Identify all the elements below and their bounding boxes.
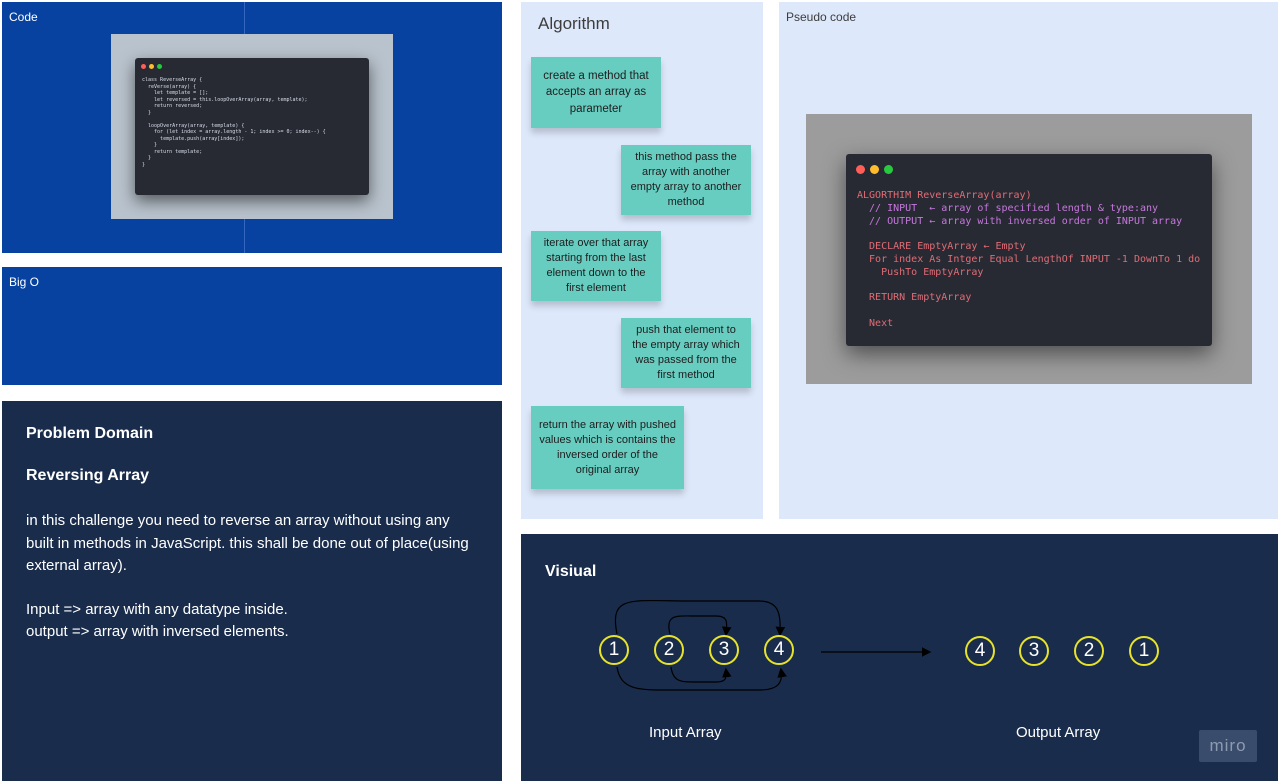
pseudo-comment-line: // INPUT ← array of specified length & t… xyxy=(857,202,1159,214)
input-array-label: Input Array xyxy=(649,724,722,741)
pseudo-line: For index As Intger Equal LengthOf INPUT… xyxy=(857,253,1201,265)
code-line: class ReverseArray { xyxy=(142,77,203,83)
output-node[interactable]: 4 xyxy=(965,636,995,666)
pseudo-line: RETURN EmptyArray xyxy=(857,292,972,304)
input-node[interactable]: 2 xyxy=(654,635,684,665)
sticky-note[interactable]: return the array with pushed values whic… xyxy=(531,406,684,489)
algorithm-frame[interactable]: Algorithm create a method that accepts a… xyxy=(521,2,763,519)
pseudo-comment-line: // OUTPUT ← array with inversed order of… xyxy=(857,215,1183,227)
code-window: class ReverseArray { reVerse(array) { le… xyxy=(135,58,369,195)
pseudo-line: DECLARE EmptyArray ← Empty xyxy=(857,241,1026,253)
output-node[interactable]: 2 xyxy=(1074,636,1104,666)
pseudo-line: ALGORTHIM ReverseArray(array) xyxy=(857,190,1032,201)
window-close-dot-icon xyxy=(856,165,865,174)
sticky-note[interactable]: iterate over that array starting from th… xyxy=(531,231,661,301)
code-frame[interactable]: Code class ReverseArray { reVerse(array)… xyxy=(2,2,502,253)
output-node[interactable]: 3 xyxy=(1019,636,1049,666)
window-maximize-dot-icon xyxy=(884,165,893,174)
pseudo-code-text: ALGORTHIM ReverseArray(array) // INPUT ←… xyxy=(857,190,1200,331)
miro-logo: miro xyxy=(1199,730,1257,762)
big-o-frame-title: Big O xyxy=(9,275,40,289)
sticky-note[interactable]: create a method that accepts an array as… xyxy=(531,57,661,128)
swap-arrows xyxy=(614,599,932,691)
code-text: class ReverseArray { reVerse(array) { le… xyxy=(142,77,326,168)
pseudo-code-frame[interactable]: Pseudo code ALGORTHIM ReverseArray(array… xyxy=(779,2,1278,519)
visual-frame-title: Visiual xyxy=(545,563,597,580)
swap-arrow-bottom-inner xyxy=(670,666,732,683)
problem-domain-heading: Problem Domain xyxy=(26,425,154,442)
problem-domain-frame[interactable]: Problem Domain Reversing Array in this c… xyxy=(2,401,502,781)
swap-arrow-top-outer xyxy=(614,599,786,637)
swap-arrow-bottom-outer xyxy=(616,666,787,691)
code-line: template.push(array[index]); xyxy=(142,135,245,142)
code-line: } xyxy=(142,142,158,148)
pseudo-code-frame-title: Pseudo code xyxy=(786,10,857,24)
visual-frame[interactable]: Visiual 1 2 3 4 4 3 2 1 Input Array Outp… xyxy=(521,534,1278,781)
big-o-frame[interactable]: Big O xyxy=(2,267,502,385)
code-line: } xyxy=(142,161,146,168)
code-line: } xyxy=(142,155,152,161)
code-line: return template; xyxy=(142,148,203,155)
code-line: } xyxy=(142,109,152,116)
output-array-label: Output Array xyxy=(1016,724,1101,741)
code-frame-title: Code xyxy=(9,10,38,24)
pseudo-code-window: ALGORTHIM ReverseArray(array) // INPUT ←… xyxy=(846,154,1212,346)
code-line: return reversed; xyxy=(142,103,203,109)
pseudo-code-screenshot[interactable]: ALGORTHIM ReverseArray(array) // INPUT ←… xyxy=(806,114,1252,384)
code-line: loopOverArray(array, template) { xyxy=(142,122,245,129)
algorithm-frame-title: Algorithm xyxy=(538,14,610,33)
code-line: for (let index = array.length - 1; index… xyxy=(142,129,326,135)
window-close-dot-icon xyxy=(141,64,146,69)
window-minimize-dot-icon xyxy=(149,64,154,69)
code-screenshot[interactable]: class ReverseArray { reVerse(array) { le… xyxy=(111,34,393,219)
window-maximize-dot-icon xyxy=(157,64,162,69)
output-description: output => array with inversed elements. xyxy=(26,623,289,640)
code-line: let reversed = this.loopOverArray(array,… xyxy=(142,96,308,103)
input-description: Input => array with any datatype inside. xyxy=(26,600,288,618)
pseudo-line: PushTo EmptyArray xyxy=(857,266,984,278)
sticky-note[interactable]: this method pass the array with another … xyxy=(621,145,751,215)
problem-description: in this challenge you need to reverse an… xyxy=(26,512,469,574)
pseudo-line: Next xyxy=(857,317,894,329)
input-node[interactable]: 1 xyxy=(599,635,629,665)
window-minimize-dot-icon xyxy=(870,165,879,174)
code-line: let template = []; xyxy=(142,90,209,96)
input-node[interactable]: 4 xyxy=(764,635,794,665)
problem-domain-body: in this challenge you need to reverse an… xyxy=(26,510,476,644)
sticky-note[interactable]: push that element to the empty array whi… xyxy=(621,318,751,388)
code-line: reVerse(array) { xyxy=(142,83,197,90)
input-node[interactable]: 3 xyxy=(709,635,739,665)
problem-domain-subheading: Reversing Array xyxy=(26,467,150,484)
swap-arrow-top-inner xyxy=(668,615,732,637)
output-node[interactable]: 1 xyxy=(1129,636,1159,666)
